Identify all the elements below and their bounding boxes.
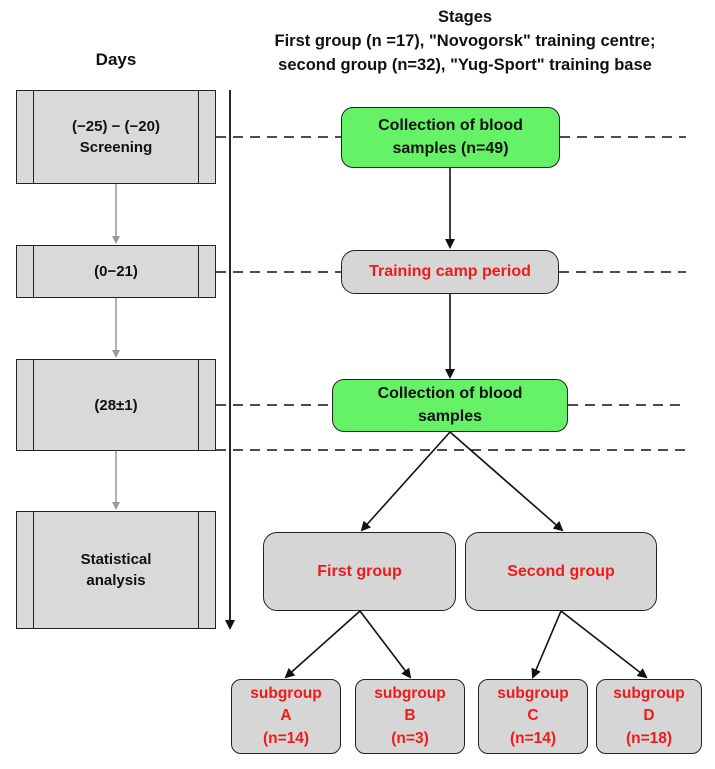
- second-group-label: Second group: [507, 562, 615, 580]
- subgroup-a: subgroup A (n=14): [231, 679, 341, 754]
- subgroup-letter: A: [280, 707, 292, 725]
- second-group-node: Second group: [465, 532, 657, 611]
- subgroup-c: subgroup C (n=14): [478, 679, 588, 754]
- collection2-line2: samples: [417, 407, 483, 425]
- day-range-label: (−25) − (−20): [72, 118, 160, 135]
- day-box-screening: (−25) − (−20) Screening: [16, 90, 216, 184]
- subgroup-letter: B: [404, 707, 416, 725]
- day-box-analysis: Statistical analysis: [16, 511, 216, 629]
- subgroup-count: (n=14): [262, 729, 310, 747]
- collection2-line1: Collection of blood: [377, 385, 523, 403]
- subgroup-label: subgroup: [613, 684, 685, 702]
- stages-line-1: First group (n =17), "Novogorsk" trainin…: [274, 31, 656, 50]
- subgroup-label: subgroup: [497, 684, 569, 702]
- dashed-lines: [216, 136, 686, 451]
- flow-arrow-5: [284, 610, 361, 679]
- day-box-collection: (28±1): [16, 359, 216, 451]
- collection-blood-samples-2: Collection of blood samples: [332, 379, 568, 432]
- collection-blood-samples-1: Collection of blood samples (n=49): [341, 107, 560, 168]
- training-camp-period: Training camp period: [341, 250, 559, 294]
- first-group-node: First group: [263, 532, 456, 611]
- subgroup-count: (n=14): [509, 729, 557, 747]
- stages-title: Stages: [437, 8, 493, 26]
- flow-arrow-3: [360, 431, 451, 532]
- flow-arrow-4: [449, 431, 564, 532]
- flow-arrow-8: [560, 610, 648, 679]
- first-group-label: First group: [317, 562, 402, 580]
- subgroup-label: subgroup: [374, 684, 446, 702]
- analysis-label-2: analysis: [86, 572, 146, 589]
- subgroup-count: (n=18): [625, 729, 673, 747]
- day-range-label: (0−21): [94, 263, 138, 280]
- day-range-label: (28±1): [94, 396, 138, 414]
- flow-arrows: [284, 168, 648, 679]
- training-camp-label: Training camp period: [369, 263, 531, 280]
- stages-line-2: second group (n=32), "Yug-Sport" trainin…: [278, 55, 652, 74]
- collection1-line1: Collection of blood: [378, 117, 523, 135]
- flow-arrow-6: [359, 610, 412, 679]
- subgroup-letter: C: [527, 707, 539, 725]
- subgroup-label: subgroup: [250, 684, 322, 702]
- subgroup-count: (n=3): [391, 729, 429, 747]
- subgroup-d: subgroup D (n=18): [596, 679, 702, 754]
- collection1-line2: samples (n=49): [392, 139, 509, 157]
- subgroup-b: subgroup B (n=3): [355, 679, 465, 754]
- day-box-training: (0−21): [16, 245, 216, 298]
- stages-header: Stages First group (n =17), "Novogorsk" …: [230, 6, 700, 78]
- subgroup-letter: D: [643, 707, 655, 725]
- analysis-label-1: Statistical: [80, 551, 152, 568]
- flow-arrow-7: [531, 610, 562, 679]
- day-stage-label: Screening: [79, 139, 153, 156]
- days-header: Days: [95, 50, 137, 69]
